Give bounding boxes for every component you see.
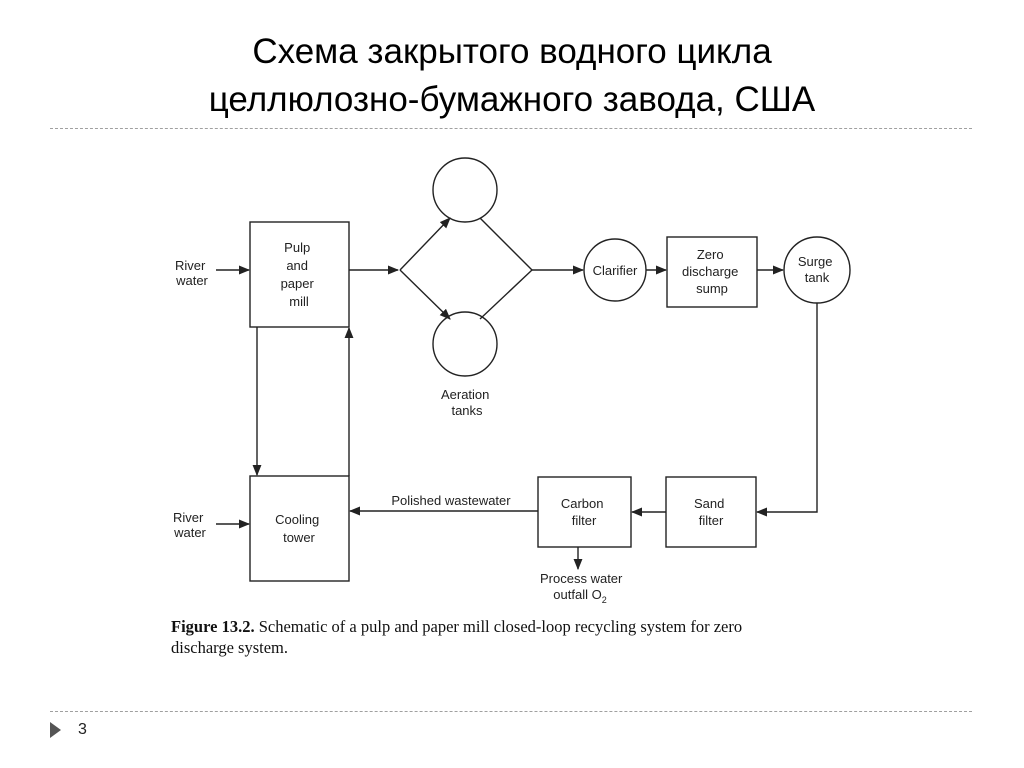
- pulp-mill-box: [249, 221, 350, 328]
- title-line-1: Схема закрытого водного цикла: [252, 32, 772, 71]
- polished-wastewater-label: Polished wastewater: [391, 493, 511, 508]
- river-water-top-label: River water: [175, 258, 209, 288]
- split-up-arrow: [399, 217, 451, 271]
- merge-bottom-line: [479, 269, 533, 320]
- clarifier-label: Clarifier: [593, 263, 638, 278]
- bottom-divider: [50, 711, 972, 712]
- process-water-outfall-label: Process water outfall O2: [540, 571, 626, 605]
- cooling-tower-label: Cooling tower: [275, 512, 323, 545]
- merge-top-line: [479, 217, 533, 271]
- aeration-tanks-label: Aeration tanks: [441, 387, 493, 418]
- carbon-filter-box: [537, 476, 632, 548]
- top-divider: [50, 128, 972, 129]
- page-number: 3: [78, 721, 87, 738]
- sand-filter-box: [665, 476, 757, 548]
- carbon-filter-label: Carbon filter: [561, 496, 607, 528]
- zero-discharge-sump-label: Zero discharge sump: [682, 247, 742, 296]
- title-line-2: целлюлозно-бумажного завода, США: [208, 80, 816, 119]
- cooling-tower-box: [249, 475, 350, 582]
- surge-to-sand-line: [755, 303, 818, 517]
- slide-title: Схема закрытого водного цикла целлюлозно…: [0, 28, 1024, 124]
- sand-filter-label: Sand filter: [694, 496, 728, 528]
- pulp-mill-label: Pulp and paper mill: [281, 240, 318, 309]
- aeration-tank-top: [432, 157, 498, 223]
- surge-tank-label: Surge tank: [798, 254, 836, 285]
- figure-caption-line-2: discharge system.: [171, 638, 288, 657]
- river-water-bottom-label: River water: [173, 510, 207, 540]
- figure-caption: Figure 13.2. Schematic of a pulp and pap…: [171, 617, 742, 636]
- aeration-tank-bottom: [432, 311, 498, 377]
- split-down-arrow: [399, 269, 451, 320]
- bullet-arrow-icon: [50, 722, 61, 738]
